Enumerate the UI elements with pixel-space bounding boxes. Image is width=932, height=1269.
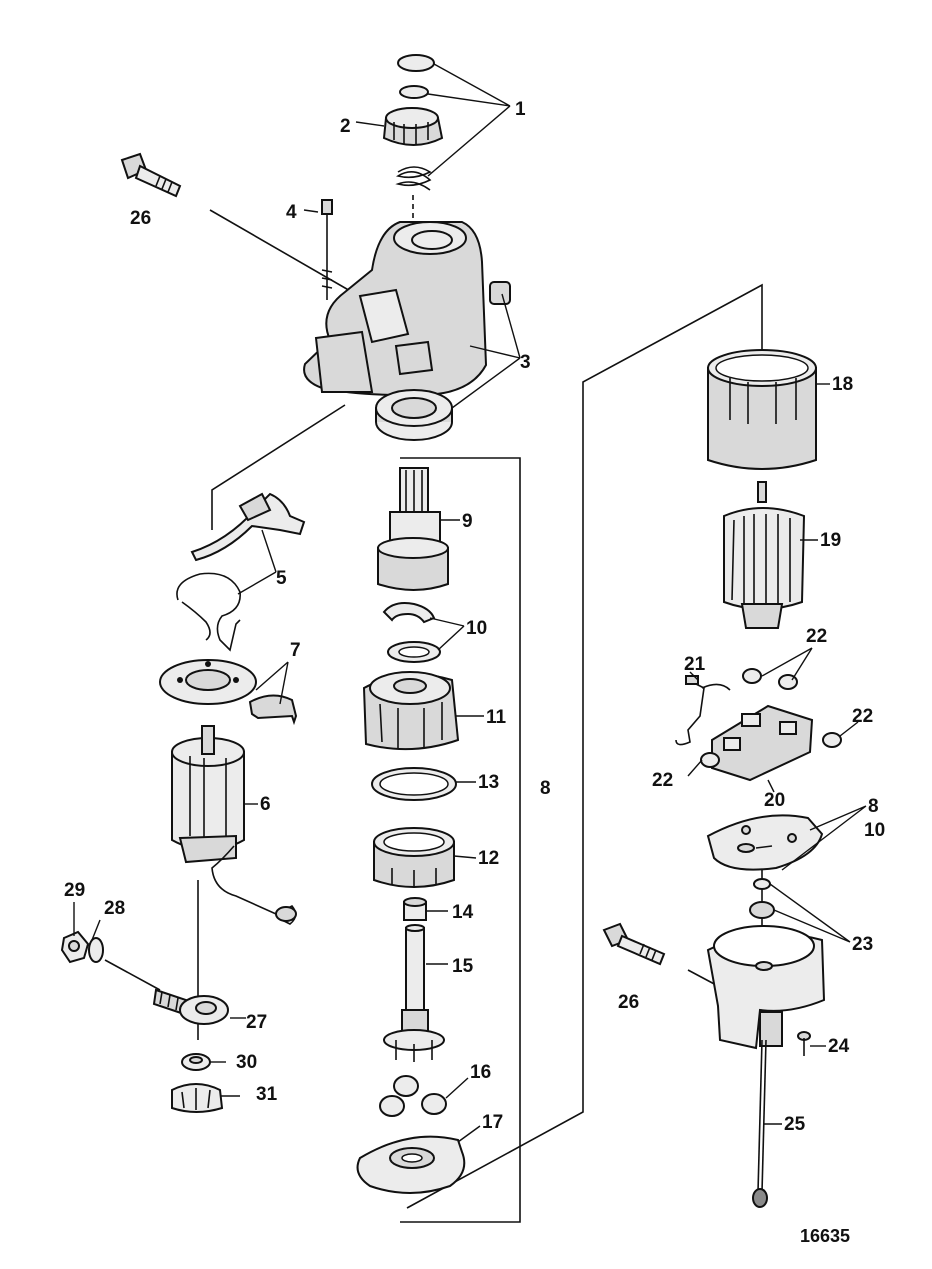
callout-28: 28 (104, 898, 125, 919)
plunger-plate (159, 659, 257, 705)
callout-11: 11 (486, 707, 507, 728)
terminal-27 (152, 988, 229, 1025)
callout-15: 15 (452, 956, 474, 977)
ring-gear-12 (373, 827, 455, 888)
callout-14: 14 (452, 902, 474, 923)
washers-23 (749, 878, 775, 919)
reference-number: 16635 (800, 1226, 850, 1246)
screw-24 (797, 1031, 811, 1056)
planet-gears-16 (379, 1075, 447, 1117)
clutch-9 (377, 467, 449, 591)
through-bolt-25 (752, 1039, 768, 1208)
drive-end-housing (303, 221, 511, 397)
callout-27: 27 (246, 1012, 267, 1033)
nut-29 (60, 930, 90, 964)
callout-29: 29 (64, 880, 85, 901)
frame-18 (707, 349, 817, 470)
retainer-rings (397, 54, 435, 99)
bushing-14 (403, 897, 427, 921)
callout-31: 31 (256, 1084, 278, 1105)
callout-labels: 1 2 4 26 3 5 7 6 29 28 27 30 31 9 10 11 … (64, 99, 885, 1246)
shaft-15 (383, 924, 445, 1062)
callout-8-center: 8 (540, 778, 551, 799)
callout-24: 24 (828, 1036, 850, 1057)
callout-18: 18 (832, 374, 853, 395)
plate-17 (356, 1135, 466, 1194)
callout-25: 25 (784, 1114, 806, 1135)
boot-31 (171, 1083, 224, 1113)
armature-19 (723, 481, 806, 629)
callout-1: 1 (515, 99, 526, 120)
bolt-4 (321, 199, 333, 300)
callout-6: 6 (260, 794, 271, 815)
plate-8-10-right (706, 814, 824, 871)
callout-5: 5 (276, 568, 287, 589)
seal-13 (371, 767, 457, 801)
callout-13: 13 (478, 772, 499, 793)
callout-7: 7 (290, 640, 301, 661)
nut-30 (181, 1053, 211, 1071)
callout-21: 21 (684, 654, 706, 675)
callout-20: 20 (764, 790, 785, 811)
leader-lines (73, 63, 867, 1143)
end-cover (706, 925, 826, 1050)
callout-19: 19 (820, 530, 841, 551)
callout-23: 23 (852, 934, 873, 955)
callout-17: 17 (482, 1112, 503, 1133)
plunger-block (248, 694, 298, 726)
washer-28 (88, 937, 104, 963)
lever-spring (176, 572, 241, 652)
callout-4: 4 (286, 202, 297, 223)
callout-2: 2 (340, 116, 351, 137)
callout-26-upper: 26 (130, 208, 151, 229)
bearing (375, 389, 453, 441)
brush-springs-22 (700, 668, 842, 768)
solenoid (171, 725, 297, 925)
callout-9: 9 (462, 511, 473, 532)
callout-22-right: 22 (852, 706, 873, 727)
bolt-26-lower (602, 922, 666, 966)
retaining-ring-10 (382, 602, 441, 663)
spring (395, 166, 432, 191)
callout-10-center: 10 (466, 618, 487, 639)
callout-12: 12 (478, 848, 499, 869)
callout-22-left: 22 (652, 770, 673, 791)
bolt-26-upper (120, 152, 182, 198)
callout-30: 30 (236, 1052, 257, 1073)
callout-10-right: 10 (864, 820, 885, 841)
callout-16: 16 (470, 1062, 491, 1083)
callout-3: 3 (520, 352, 531, 373)
callout-8-right: 8 (868, 796, 879, 817)
shift-lever (190, 492, 306, 562)
callout-22-top: 22 (806, 626, 827, 647)
pinion-gear (382, 107, 444, 146)
callout-26-lower: 26 (618, 992, 639, 1013)
brush-holder-20 (711, 704, 814, 782)
bearing-housing-11 (362, 671, 460, 751)
